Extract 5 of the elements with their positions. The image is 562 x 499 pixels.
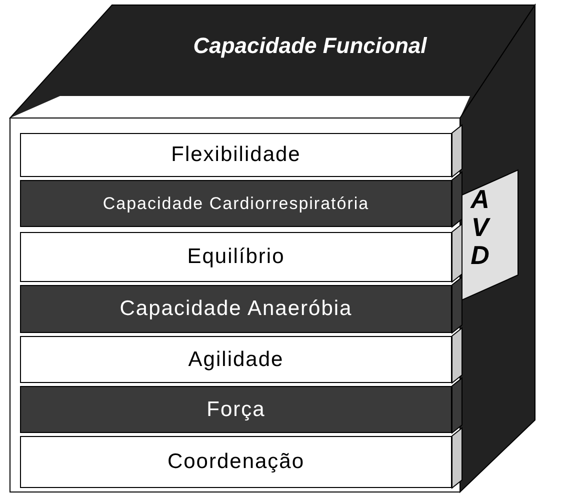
layer-band: Agilidade	[20, 336, 452, 383]
layer-band: Flexibilidade	[20, 133, 452, 177]
layer-band: Coordenação	[20, 436, 452, 488]
layer-band: Equilíbrio	[20, 232, 452, 282]
cube-title: Capacidade Funcional	[192, 33, 428, 59]
